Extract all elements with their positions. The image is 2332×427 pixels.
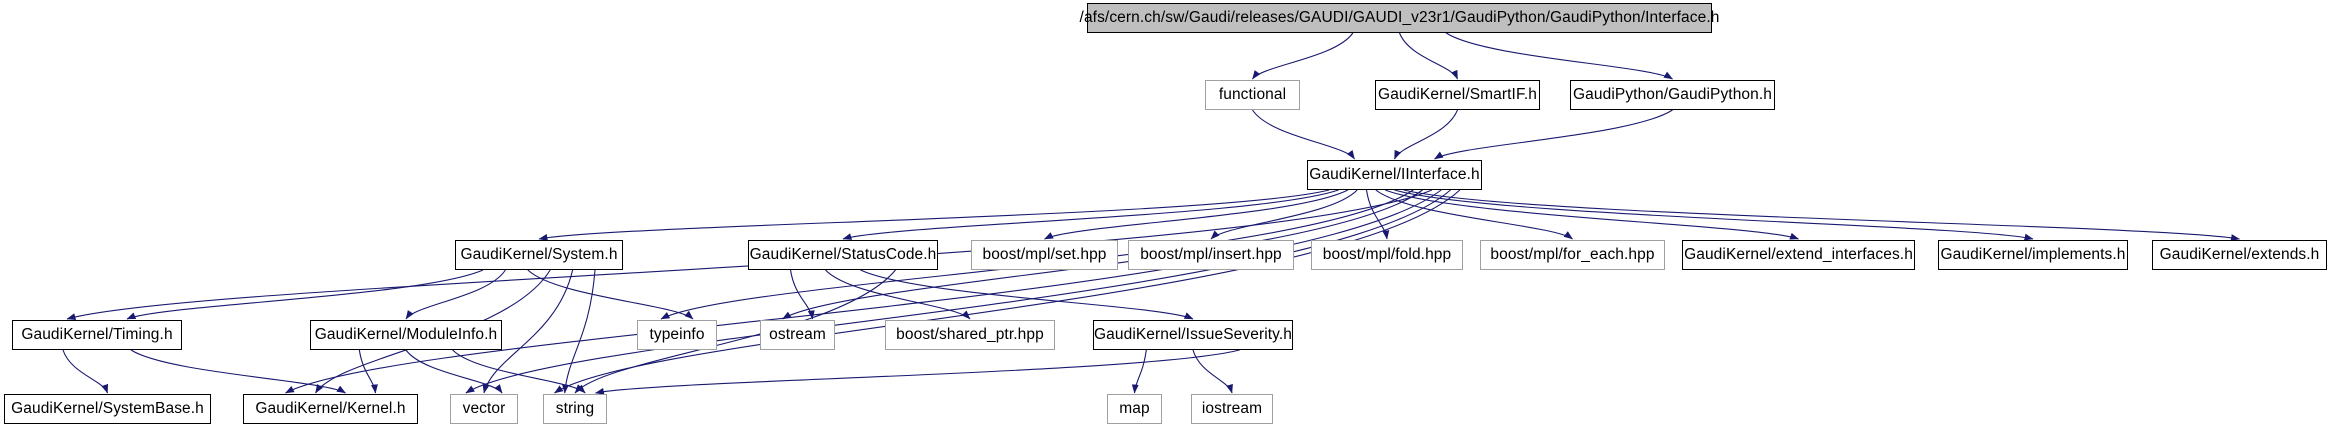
edge-moduleinfo-to-string (452, 349, 586, 394)
edge-statuscode-to-string (574, 269, 896, 394)
graph-node-map[interactable]: map (1107, 394, 1162, 424)
graph-node-label: GaudiKernel/implements.h (1940, 246, 2126, 264)
graph-node-systembase[interactable]: GaudiKernel/SystemBase.h (4, 394, 211, 424)
graph-node-label: boost/mpl/for_each.hpp (1490, 246, 1655, 264)
edge-iinterface-to-mpl_insert (1210, 189, 1358, 240)
graph-node-system[interactable]: GaudiKernel/System.h (455, 240, 623, 270)
graph-node-label: string (555, 400, 595, 418)
edge-iinterface-to-kernel (285, 189, 1442, 394)
graph-node-smartif[interactable]: GaudiKernel/SmartIF.h (1375, 80, 1540, 110)
edge-iinterface-to-vector (465, 189, 1451, 394)
graph-node-typeinfo[interactable]: typeinfo (637, 320, 717, 350)
graph-node-label: boost/mpl/set.hpp (982, 246, 1107, 264)
edge-statuscode-to-issue (860, 269, 1194, 320)
graph-node-label: GaudiKernel/Kernel.h (255, 400, 406, 418)
graph-node-implements[interactable]: GaudiKernel/implements.h (1938, 240, 2128, 270)
graph-node-moduleinfo[interactable]: GaudiKernel/ModuleInfo.h (310, 320, 502, 350)
edge-iinterface-to-mpl_foreach (1375, 189, 1573, 240)
graph-node-label: GaudiKernel/Timing.h (21, 326, 173, 344)
edge-statuscode-to-ostream (789, 269, 815, 320)
graph-node-statuscode[interactable]: GaudiKernel/StatusCode.h (748, 240, 938, 270)
graph-node-label: boost/mpl/fold.hpp (1322, 246, 1452, 264)
graph-node-timing[interactable]: GaudiKernel/Timing.h (12, 320, 182, 350)
graph-node-label: boost/mpl/insert.hpp (1140, 246, 1282, 264)
graph-node-issue[interactable]: GaudiKernel/IssueSeverity.h (1093, 320, 1293, 350)
edge-system-to-timing (126, 269, 484, 320)
graph-node-label: iostream (1201, 400, 1263, 418)
graph-node-iostream[interactable]: iostream (1191, 394, 1273, 424)
graph-node-mpl_fold[interactable]: boost/mpl/fold.hpp (1311, 240, 1463, 270)
graph-node-ostream[interactable]: ostream (760, 320, 835, 350)
graph-node-iinterface[interactable]: GaudiKernel/IInterface.h (1307, 160, 1482, 190)
edge-iinterface-to-implements (1394, 189, 2034, 241)
edge-iinterface-to-extends (1403, 189, 2240, 241)
edge-statuscode-to-shared_ptr (825, 269, 971, 320)
edge-iinterface-to-extend_int (1384, 189, 1799, 240)
graph-node-label: /afs/cern.ch/sw/Gaudi/releases/GAUDI/GAU… (1079, 9, 1720, 27)
edge-iinterface-to-string (554, 189, 1461, 394)
graph-node-vector[interactable]: vector (450, 394, 518, 424)
edge-timing-to-systembase (62, 349, 109, 394)
graph-node-label: GaudiKernel/IssueSeverity.h (1094, 326, 1292, 344)
graph-node-kernel[interactable]: GaudiKernel/Kernel.h (243, 394, 418, 424)
graph-node-label: GaudiKernel/IInterface.h (1309, 166, 1480, 184)
graph-node-gaudipython[interactable]: GaudiPython/GaudiPython.h (1570, 80, 1775, 110)
edge-functional-to-iinterface (1252, 109, 1355, 160)
edge-moduleinfo-to-vector (405, 349, 503, 394)
graph-node-functional[interactable]: functional (1205, 80, 1300, 110)
graph-node-label: GaudiKernel/extends.h (2159, 246, 2320, 264)
graph-node-mpl_foreach[interactable]: boost/mpl/for_each.hpp (1480, 240, 1665, 270)
graph-node-label: ostream (769, 326, 826, 344)
graph-node-label: GaudiKernel/StatusCode.h (749, 246, 937, 264)
graph-node-shared_ptr[interactable]: boost/shared_ptr.hpp (885, 320, 1055, 350)
edge-iinterface-to-statuscode (842, 189, 1339, 240)
graph-node-extend_int[interactable]: GaudiKernel/extend_interfaces.h (1682, 240, 1915, 270)
graph-node-root[interactable]: /afs/cern.ch/sw/Gaudi/releases/GAUDI/GAU… (1080, 3, 1719, 33)
edge-system-to-string (561, 269, 596, 394)
graph-node-mpl_set[interactable]: boost/mpl/set.hpp (971, 240, 1118, 270)
edge-timing-to-kernel (130, 349, 346, 394)
graph-node-label: typeinfo (649, 326, 705, 344)
edge-iinterface-to-mpl_fold (1365, 189, 1390, 240)
graph-node-string[interactable]: string (543, 394, 607, 424)
edge-iinterface-to-mpl_set (1044, 189, 1349, 240)
edge-iinterface-to-system (538, 189, 1330, 241)
edge-issue-to-string (594, 349, 1240, 395)
edge-system-to-typeinfo (527, 269, 694, 320)
graph-node-label: boost/shared_ptr.hpp (896, 326, 1044, 344)
graph-node-label: GaudiPython/GaudiPython.h (1573, 86, 1772, 104)
graph-node-label: GaudiKernel/extend_interfaces.h (1684, 246, 1913, 264)
edge-system-to-moduleinfo (405, 269, 506, 320)
edge-moduleinfo-to-kernel (358, 349, 378, 394)
edge-root-to-smartif (1398, 32, 1459, 80)
graph-node-label: map (1119, 400, 1150, 418)
graph-node-label: GaudiKernel/SmartIF.h (1378, 86, 1537, 104)
graph-node-label: functional (1218, 86, 1287, 104)
edge-root-to-functional (1252, 32, 1354, 80)
graph-node-label: GaudiKernel/SystemBase.h (11, 400, 204, 418)
graph-node-label: GaudiKernel/ModuleInfo.h (314, 326, 498, 344)
edge-gaudipython-to-iinterface (1434, 109, 1673, 160)
edge-root-to-gaudipython (1445, 32, 1673, 80)
edge-issue-to-map (1131, 349, 1147, 394)
graph-node-label: vector (462, 400, 506, 418)
edge-issue-to-iostream (1192, 349, 1233, 394)
edge-smartif-to-iinterface (1393, 109, 1459, 160)
graph-node-label: GaudiKernel/System.h (460, 246, 618, 264)
graph-node-mpl_insert[interactable]: boost/mpl/insert.hpp (1128, 240, 1294, 270)
graph-node-extends[interactable]: GaudiKernel/extends.h (2152, 240, 2327, 270)
